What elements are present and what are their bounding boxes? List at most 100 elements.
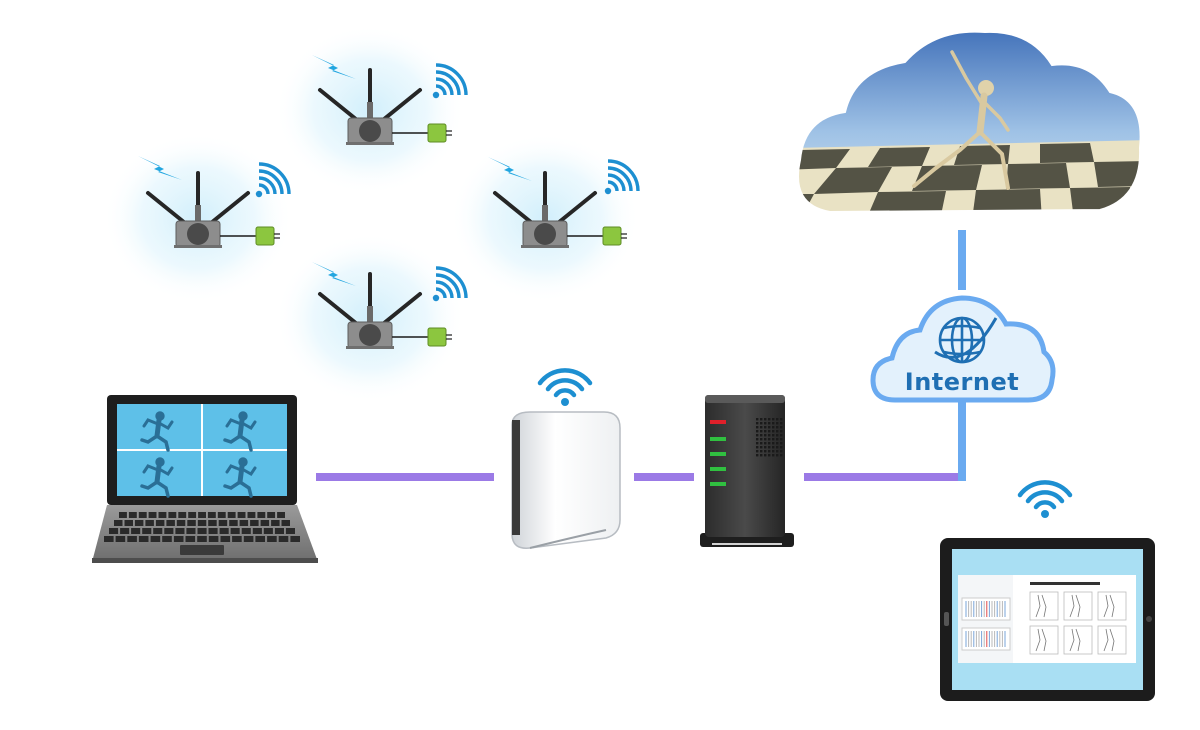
wifi-icon [1020, 482, 1070, 518]
keyboard-key [173, 536, 184, 542]
keyboard-key [220, 536, 231, 542]
vent-hole [756, 442, 759, 445]
vent-hole [780, 442, 783, 445]
wifi-icon [540, 370, 590, 406]
keyboard-key [128, 512, 137, 518]
modem-status-leds [710, 420, 726, 486]
sensor-hub-bottom [275, 233, 468, 403]
keyboard-key [217, 512, 226, 518]
keyboard-key [155, 520, 165, 526]
vent-hole [772, 442, 775, 445]
keyboard-key [263, 528, 273, 534]
vent-hole [764, 438, 767, 441]
vent-hole [760, 450, 763, 453]
vent-hole [768, 418, 771, 421]
vent-hole [764, 442, 767, 445]
keyboard-key [119, 512, 127, 518]
vent-hole [764, 422, 767, 425]
keyboard-key [115, 536, 126, 542]
vent-hole [776, 446, 779, 449]
vent-hole [776, 442, 779, 445]
vent-hole [780, 434, 783, 437]
keyboard-key [176, 520, 186, 526]
vent-hole [760, 446, 763, 449]
vent-hole [776, 450, 779, 453]
laptop-keyboard [104, 512, 300, 542]
keyboard-key [241, 528, 251, 534]
keyboard-key [227, 512, 236, 518]
wifi-router [511, 370, 621, 549]
keyboard-key [277, 512, 285, 518]
keyboard-key [239, 520, 249, 526]
keyboard-key [178, 512, 187, 518]
keyboard-key [230, 528, 240, 534]
keyboard-key [134, 520, 144, 526]
keyboard-key [208, 536, 219, 542]
vent-hole [768, 442, 771, 445]
vent-hole [776, 438, 779, 441]
keyboard-key [267, 512, 276, 518]
vent-hole [760, 442, 763, 445]
mini-chart [1097, 591, 1127, 621]
vent-hole [756, 438, 759, 441]
vent-hole [772, 426, 775, 429]
keyboard-key [138, 536, 149, 542]
keyboard-key [158, 512, 167, 518]
keyboard-key [164, 528, 174, 534]
vent-hole [768, 446, 771, 449]
vent-hole [760, 434, 763, 437]
vent-hole [768, 422, 771, 425]
vent-hole [780, 422, 783, 425]
keyboard-key [208, 520, 217, 526]
vent-hole [756, 446, 759, 449]
keyboard-key [162, 536, 172, 542]
vent-hole [760, 422, 763, 425]
sensor-hub-right [450, 133, 640, 303]
mini-chart [1063, 591, 1093, 621]
mini-chart [1097, 625, 1127, 655]
keyboard-key [138, 512, 147, 518]
keyboard-key [175, 528, 185, 534]
vent-hole [780, 426, 783, 429]
laptop [92, 395, 318, 563]
internet-label: Internet [905, 368, 1019, 396]
vent-hole [764, 426, 767, 429]
vent-hole [772, 430, 775, 433]
keyboard-key [104, 536, 114, 542]
keyboard-key [232, 536, 242, 542]
keyboard-key [186, 528, 196, 534]
keyboard-key [148, 512, 157, 518]
vent-hole [772, 454, 775, 457]
vent-hole [776, 426, 779, 429]
keyboard-key [198, 512, 206, 518]
keyboard-key [142, 528, 152, 534]
keyboard-key [243, 536, 254, 542]
keyboard-key [260, 520, 270, 526]
keyboard-key [150, 536, 161, 542]
vent-hole [780, 450, 783, 453]
keyboard-key [219, 528, 229, 534]
vent-hole [772, 438, 775, 441]
vent-hole [780, 418, 783, 421]
analysis-dashboard [958, 575, 1136, 663]
keyboard-key [188, 512, 197, 518]
keyboard-key [237, 512, 246, 518]
keyboard-key [109, 528, 119, 534]
vent-hole [776, 454, 779, 457]
vent-hole [772, 418, 775, 421]
keyboard-key [257, 512, 266, 518]
keyboard-key [197, 520, 207, 526]
keyboard-key [124, 520, 133, 526]
vent-hole [764, 454, 767, 457]
vent-hole [768, 450, 771, 453]
keyboard-key [285, 528, 295, 534]
vent-hole [772, 450, 775, 453]
vent-hole [760, 418, 763, 421]
modem [700, 395, 794, 547]
vent-hole [764, 430, 767, 433]
vent-hole [768, 434, 771, 437]
vent-hole [772, 434, 775, 437]
mini-chart [1029, 591, 1059, 621]
sensor-hub-left [103, 133, 293, 303]
mini-chart [1029, 625, 1059, 655]
